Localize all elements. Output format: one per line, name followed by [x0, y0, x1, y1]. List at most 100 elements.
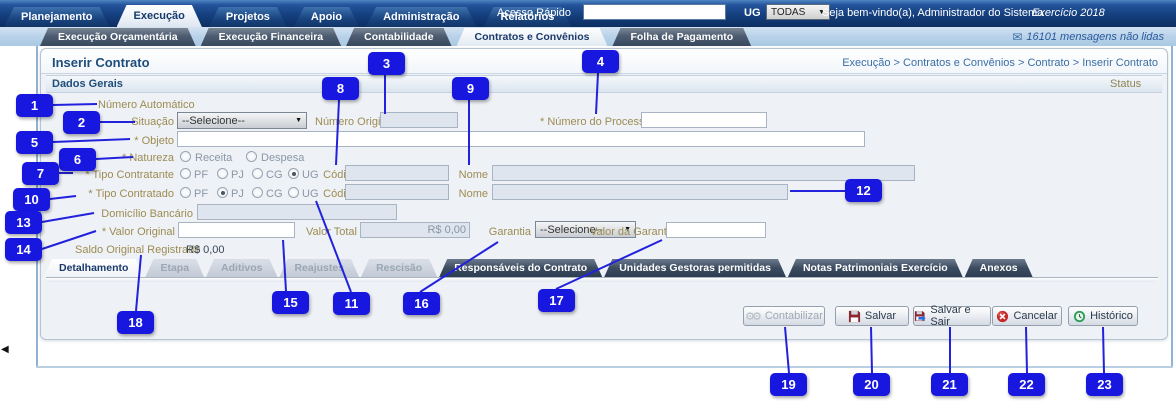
- valor-garantia-label: Valor da Garantia: [590, 226, 676, 238]
- contratante-codigo-input: [345, 165, 449, 181]
- menu-apoio[interactable]: Apoio: [294, 7, 359, 27]
- contratado-ug-radio[interactable]: [288, 187, 299, 198]
- garantia-select[interactable]: --Selecione-- ▼: [535, 221, 636, 238]
- contratante-nome-input: [492, 165, 915, 181]
- natureza-receita-radio[interactable]: [180, 151, 191, 162]
- annotation-badge-2: 2: [63, 111, 100, 134]
- sub-menu: Execução Orçamentária Execução Financeir…: [40, 28, 751, 46]
- menu-planejamento[interactable]: Planejamento: [4, 7, 110, 27]
- contratado-cg-radio[interactable]: [252, 187, 263, 198]
- annotation-badge-4: 4: [582, 50, 619, 73]
- historico-button-label: Histórico: [1090, 310, 1133, 322]
- ug-select[interactable]: TODAS ▼: [766, 4, 830, 20]
- contratado-nome-input: [492, 184, 788, 200]
- menu-projetos[interactable]: Projetos: [209, 7, 287, 27]
- natureza-despesa-label: Despesa: [261, 152, 305, 164]
- menu-relatorios[interactable]: Relatórios: [484, 7, 572, 27]
- subtab-contabilidade[interactable]: Contabilidade: [346, 28, 451, 46]
- collapse-panel-icon[interactable]: ◀: [1, 344, 9, 355]
- history-icon: [1074, 310, 1086, 322]
- salvar-button-label: Salvar: [864, 310, 897, 322]
- objeto-input[interactable]: [177, 131, 865, 147]
- annotation-badge-7: 7: [22, 162, 59, 185]
- menu-administracao[interactable]: Administração: [366, 7, 476, 27]
- salvar-e-sair-button[interactable]: Salvar e Sair: [913, 304, 991, 328]
- tab-anexos[interactable]: Anexos: [965, 259, 1033, 277]
- tipo-contratado-label: * Tipo Contratado: [88, 188, 174, 200]
- menu-execucao[interactable]: Execução: [117, 5, 202, 27]
- tab-strip-base: [46, 277, 1158, 282]
- garantia-select-value: --Selecione--: [540, 223, 603, 236]
- contratante-cg-radio[interactable]: [252, 168, 263, 179]
- breadcrumb[interactable]: Execução > Contratos e Convênios > Contr…: [842, 57, 1158, 69]
- subtab-execucao-financeira[interactable]: Execução Financeira: [201, 28, 341, 46]
- welcome-text: Seja bem-vindo(a), Administrador do Sist…: [822, 7, 1044, 19]
- subtab-contratos-convenios[interactable]: Contratos e Convênios: [457, 28, 608, 46]
- contratado-codigo-input: [345, 184, 449, 200]
- tab-etapa: Etapa: [145, 259, 204, 277]
- numero-automatico-label: Número Automático: [98, 99, 195, 111]
- contratado-nome-label: Nome: [458, 188, 488, 200]
- annotation-badge-10: 10: [13, 188, 50, 211]
- historico-button[interactable]: Histórico: [1068, 306, 1138, 326]
- natureza-receita-label: Receita: [195, 152, 233, 164]
- annotation-badge-13: 13: [5, 211, 42, 234]
- contratado-cg-label: CG: [266, 188, 283, 200]
- situacao-label: Situação: [131, 116, 174, 128]
- envelope-icon: ✉: [1012, 30, 1023, 44]
- tab-unidades-gestoras[interactable]: Unidades Gestoras permitidas: [604, 259, 786, 277]
- ug-select-value: TODAS: [771, 6, 806, 18]
- situacao-select-value: --Selecione--: [182, 114, 245, 127]
- annotation-badge-3: 3: [368, 52, 405, 75]
- annotation-badge-17: 17: [538, 289, 575, 312]
- contratante-pf-radio[interactable]: [180, 168, 191, 179]
- contratado-pf-label: PF: [194, 188, 209, 200]
- annotation-badge-15: 15: [272, 291, 309, 314]
- cancelar-button[interactable]: Cancelar: [992, 306, 1062, 326]
- contratante-pj-label: PJ: [231, 169, 244, 181]
- numero-processo-input[interactable]: [641, 112, 767, 128]
- section-title: Dados Gerais: [52, 78, 123, 90]
- annotation-badge-6: 6: [59, 148, 96, 171]
- frame-right-border: [1171, 46, 1173, 368]
- cancel-icon: [997, 310, 1009, 322]
- contratado-pj-radio[interactable]: [217, 187, 228, 198]
- annotation-badge-5: 5: [16, 131, 53, 154]
- quick-access-input[interactable]: [583, 4, 726, 20]
- numero-original-label: Número Original: [315, 116, 396, 128]
- valor-original-input[interactable]: [178, 222, 295, 238]
- domicilio-bancario-input: [197, 204, 397, 220]
- salvar-button[interactable]: Salvar: [835, 306, 909, 326]
- tab-responsaveis-contrato[interactable]: Responsáveis do Contrato: [439, 259, 602, 277]
- gears-icon: ⚙⚙: [745, 310, 762, 323]
- valor-original-label: * Valor Original: [101, 226, 175, 238]
- save-icon: [848, 310, 860, 322]
- tab-aditivos: Aditivos: [206, 259, 277, 277]
- situacao-select[interactable]: --Selecione-- ▼: [177, 112, 307, 129]
- frame-bottom-border: [36, 366, 1173, 368]
- ug-label: UG: [744, 7, 761, 19]
- valor-garantia-input[interactable]: [666, 222, 766, 238]
- contratante-pj-radio[interactable]: [217, 168, 228, 179]
- subtab-execucao-orcamentaria[interactable]: Execução Orçamentária: [40, 28, 196, 46]
- contratado-pf-radio[interactable]: [180, 187, 191, 198]
- chevron-down-icon: ▼: [818, 8, 825, 16]
- unread-messages-text: 16101 mensagens não lidas: [1026, 31, 1164, 43]
- unread-messages[interactable]: ✉ 16101 mensagens não lidas: [1012, 30, 1164, 44]
- section-header-bar: [46, 75, 1162, 93]
- contratante-ug-label: UG: [302, 169, 319, 181]
- valor-total-label: Valor Total: [306, 226, 357, 238]
- contratante-nome-label: Nome: [458, 169, 488, 181]
- annotation-badge-8: 8: [322, 77, 359, 100]
- contratante-ug-radio[interactable]: [288, 168, 299, 179]
- natureza-despesa-radio[interactable]: [246, 151, 257, 162]
- quick-access-label: Acesso Rápido: [497, 7, 571, 19]
- annotation-badge-20: 20: [853, 373, 890, 396]
- contabilizar-button: ⚙⚙ Contabilizar: [743, 306, 825, 326]
- annotation-badge-19: 19: [770, 373, 807, 396]
- top-navigation-bar: Planejamento Execução Projetos Apoio Adm…: [0, 0, 1176, 27]
- tab-detalhamento[interactable]: Detalhamento: [44, 259, 143, 277]
- subtab-folha-pagamento[interactable]: Folha de Pagamento: [612, 28, 751, 46]
- saldo-original-label: Saldo Original Registrado: [75, 244, 201, 256]
- tab-notas-patrimoniais[interactable]: Notas Patrimoniais Exercício: [788, 259, 963, 277]
